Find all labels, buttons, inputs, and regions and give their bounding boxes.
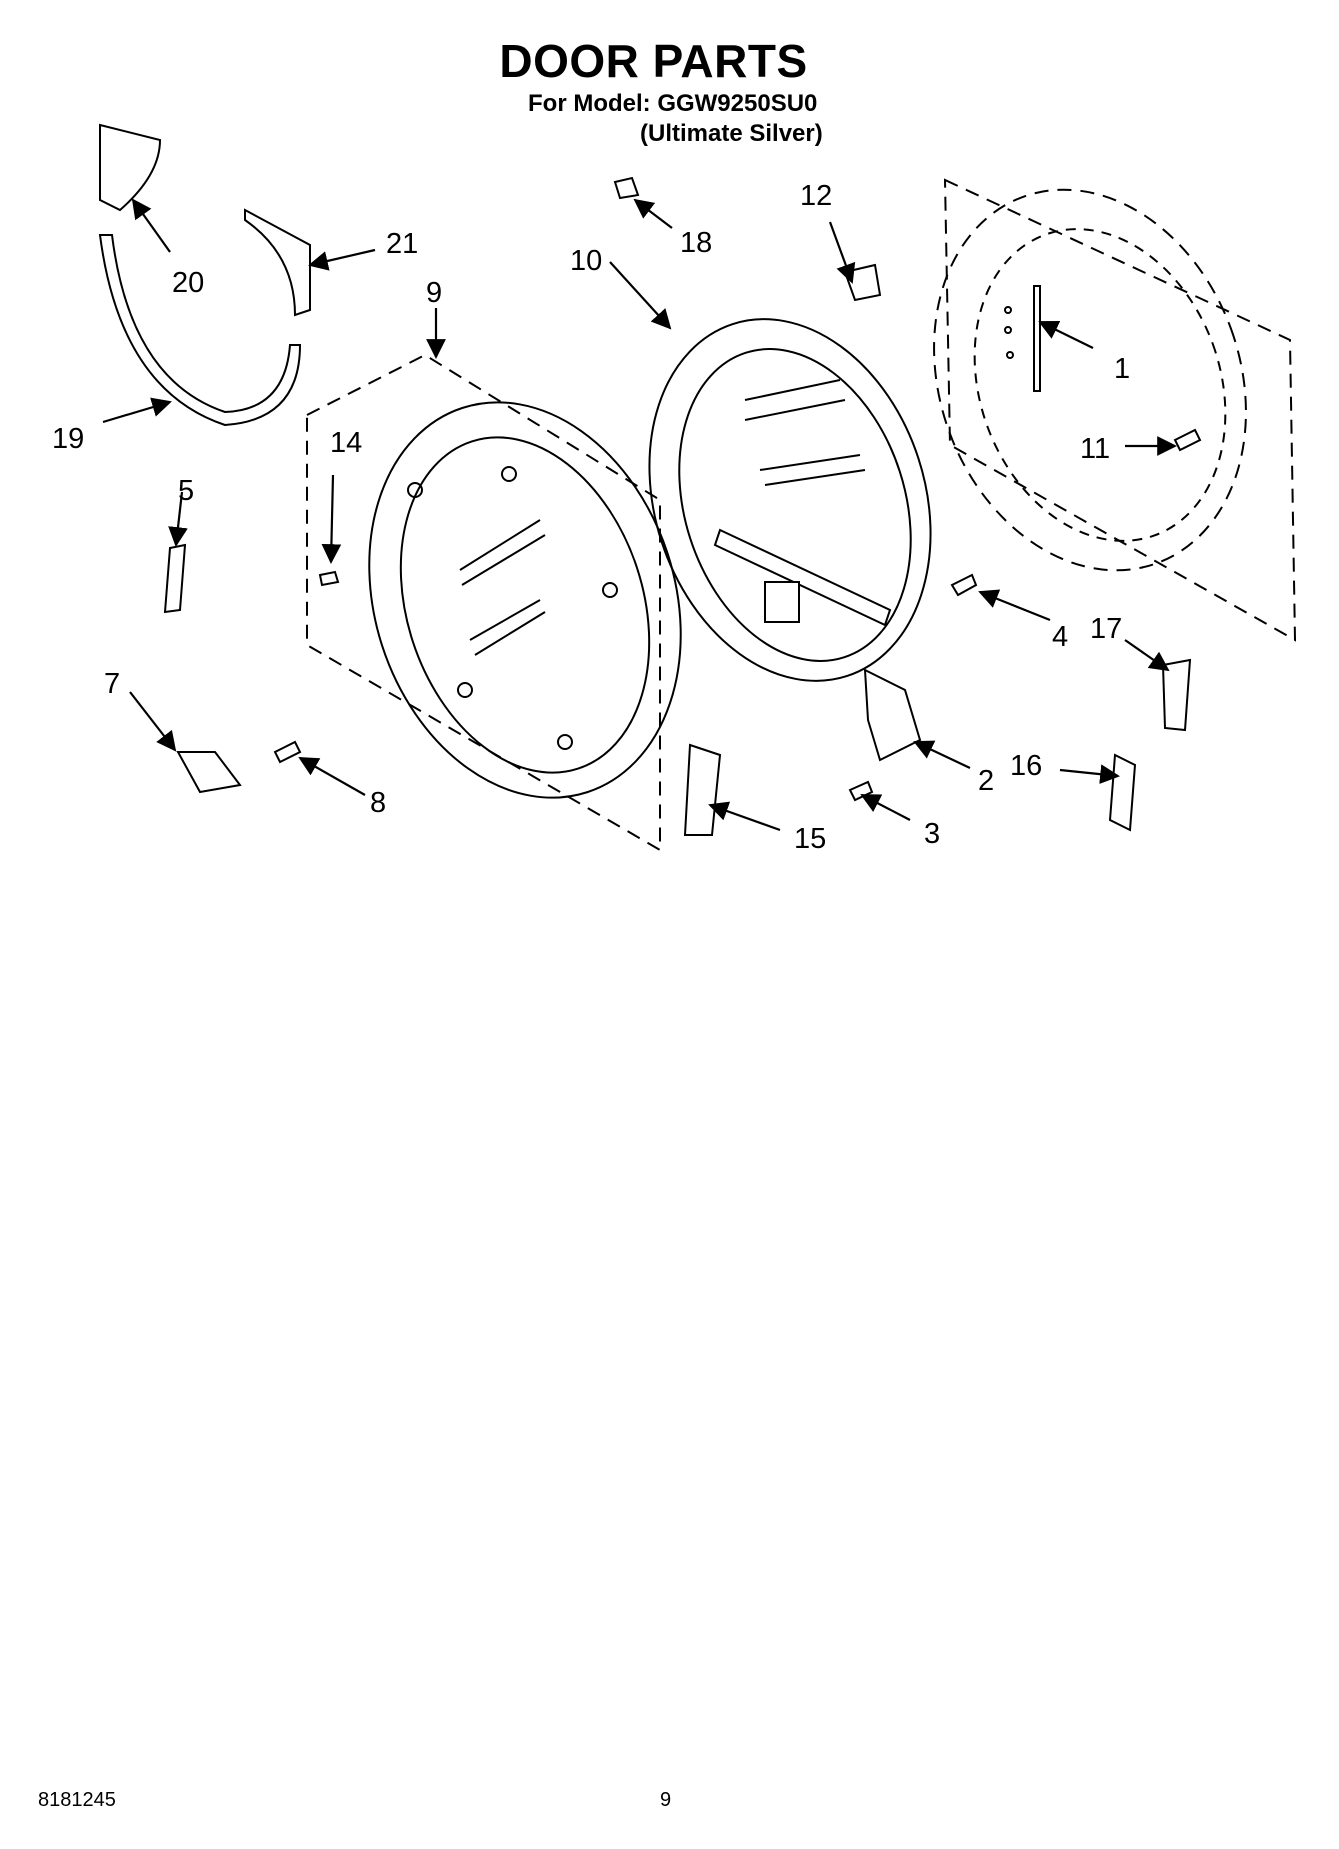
- part-11-screw: [1173, 428, 1202, 452]
- part-10-outer-door: [648, 318, 932, 682]
- callout-11: 11: [1080, 433, 1110, 465]
- callout-5: 5: [178, 475, 194, 507]
- part-1-front-panel: [933, 178, 1297, 642]
- callout-16: 16: [1010, 750, 1042, 782]
- callout-14: 14: [330, 427, 362, 459]
- part-12-bracket: [843, 263, 882, 302]
- callout-1: 1: [1114, 353, 1130, 385]
- callout-labels: 1 2 3 4 5 7 8 9 10 11 12 14 15 16 17 18 …: [52, 180, 1130, 855]
- part-5-bracket: [163, 543, 187, 614]
- callout-7: 7: [104, 668, 120, 700]
- callout-3: 3: [924, 818, 940, 850]
- part-4-screw: [950, 573, 978, 597]
- callout-9: 9: [426, 277, 442, 309]
- callout-21: 21: [386, 228, 418, 260]
- part-2-latch: [863, 668, 922, 762]
- document-number: 8181245: [38, 1789, 116, 1811]
- callout-15: 15: [794, 823, 826, 855]
- page-number: 9: [660, 1789, 672, 1811]
- part-21-cover: [244, 208, 311, 317]
- part-15-bracket: [683, 743, 722, 836]
- part-20-cover: [99, 123, 162, 212]
- part-16-hinge: [1108, 753, 1137, 832]
- part-8-screw: [273, 740, 302, 764]
- callout-4: 4: [1052, 621, 1068, 653]
- callout-18: 18: [680, 227, 712, 259]
- part-19-trim: [98, 234, 302, 427]
- callout-2: 2: [978, 765, 994, 797]
- part-9-inner-door: [306, 353, 682, 852]
- callout-10: 10: [570, 245, 602, 277]
- part-18-cap: [613, 176, 640, 200]
- callout-17: 17: [1090, 613, 1122, 645]
- callout-8: 8: [370, 787, 386, 819]
- part-3-screw: [848, 780, 874, 802]
- callout-12: 12: [800, 180, 832, 212]
- callout-20: 20: [172, 267, 204, 299]
- leader-arrows: [102, 198, 1177, 832]
- page-title: DOOR PARTS: [499, 35, 808, 87]
- callout-19: 19: [52, 423, 84, 455]
- part-14-clip: [318, 570, 340, 587]
- part-17-cover: [1161, 658, 1192, 732]
- part-7-handle: [176, 751, 242, 794]
- color-line: (Ultimate Silver): [640, 120, 823, 147]
- model-line: For Model: GGW9250SU0: [528, 90, 818, 117]
